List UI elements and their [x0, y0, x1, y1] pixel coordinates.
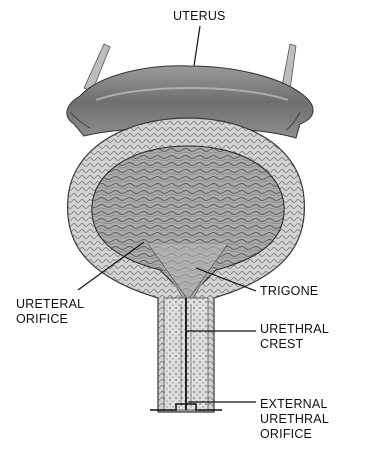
uterus-leader [194, 26, 200, 66]
label-external-urethral-orifice: EXTERNAL URETHRAL ORIFICE [260, 397, 329, 442]
label-trigone: TRIGONE [260, 284, 318, 299]
label-uterus: UTERUS [173, 9, 226, 24]
label-ureteral-orifice: URETERAL ORIFICE [16, 297, 84, 327]
label-urethral-crest: URETHRAL CREST [260, 322, 329, 352]
urethra [164, 298, 208, 410]
